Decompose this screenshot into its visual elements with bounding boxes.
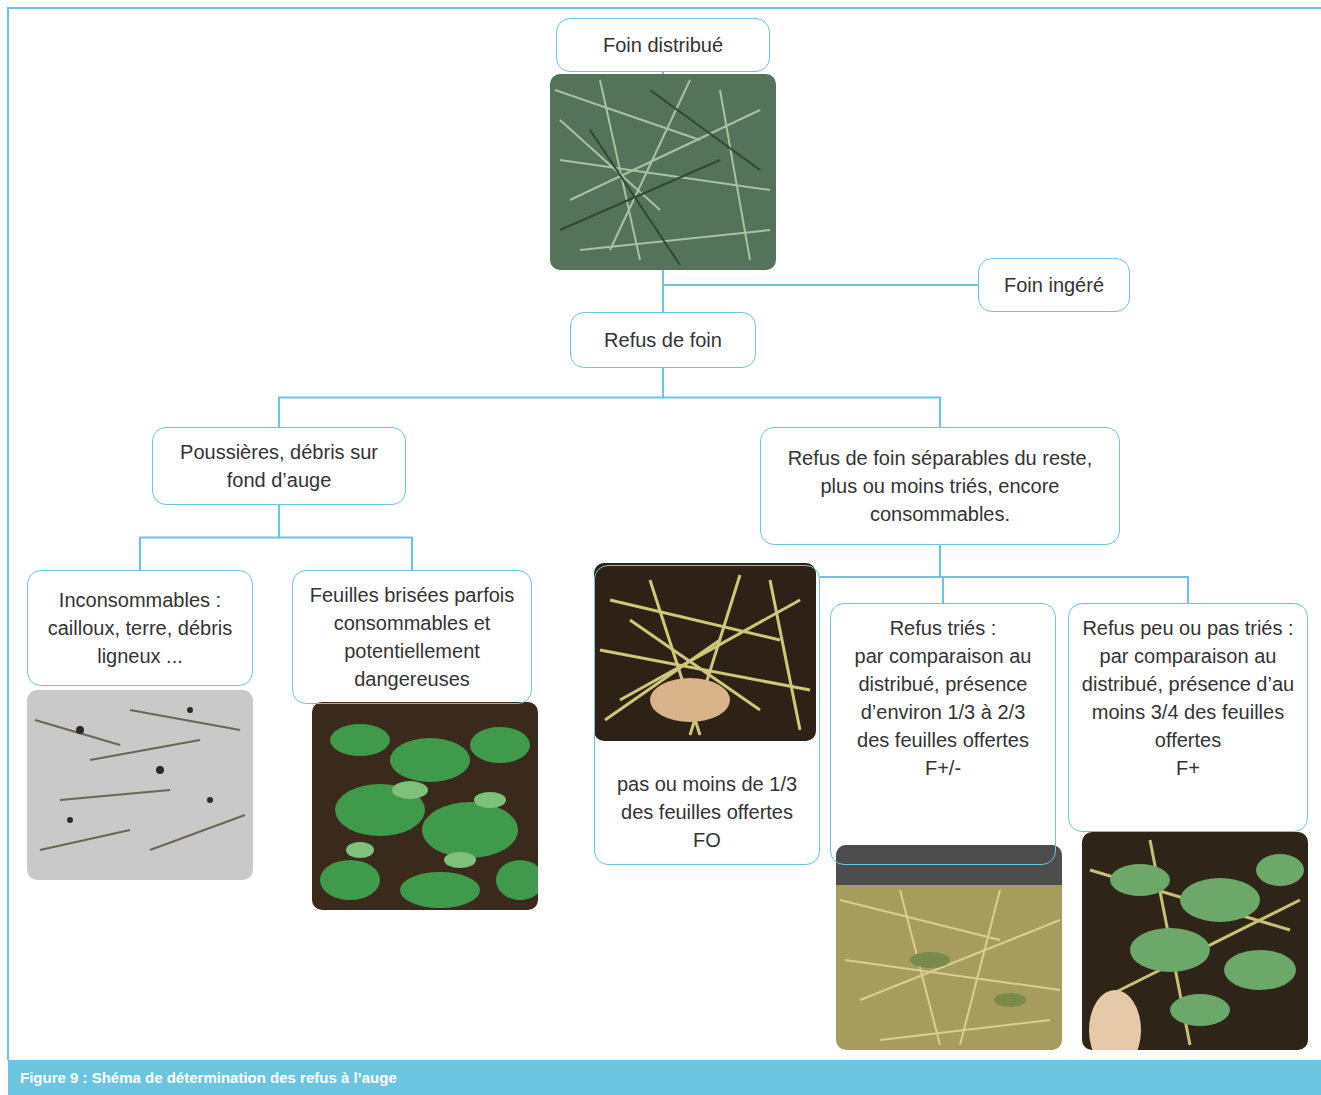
process-box: Feuilles brisées parfois consommables et…	[292, 570, 532, 704]
box-text: Refus de foin séparables du reste, plus …	[773, 444, 1107, 528]
connector-line	[663, 368, 940, 427]
box-text: Foin ingéré	[1004, 271, 1104, 299]
connector-line	[140, 505, 279, 570]
connector-line	[279, 368, 663, 427]
connector-line	[940, 545, 1188, 603]
box-text: Refus de foin	[604, 326, 722, 354]
box-text: pas ou moins de 1/3 des feuilles offerte…	[607, 770, 807, 826]
process-box: Refus triés :par comparaison au distribu…	[830, 603, 1056, 865]
box-text: Refus peu ou pas triés :	[1082, 614, 1293, 642]
box-text: par comparaison au distribué, présence d…	[843, 642, 1043, 754]
process-box: Foin distribué	[556, 18, 770, 72]
box-text: Poussières, débris sur fond d’auge	[165, 438, 393, 494]
process-box: Refus de foin séparables du reste, plus …	[760, 427, 1120, 545]
connector-line	[820, 545, 940, 577]
box-text: Inconsommables : cailloux, terre, débris…	[40, 586, 240, 670]
stems-photo	[594, 563, 816, 741]
caption-band: Figure 9 : Shéma de détermination des re…	[8, 1060, 1321, 1095]
leaves-photo	[312, 702, 538, 910]
process-box: Poussières, débris sur fond d’auge	[152, 427, 406, 505]
process-box: Refus peu ou pas triés :par comparaison …	[1068, 603, 1308, 832]
process-box: pas ou moins de 1/3 des feuilles offerte…	[594, 565, 820, 865]
box-text: Feuilles brisées parfois consommables et…	[305, 581, 519, 693]
debris-photo	[27, 690, 253, 880]
box-text: Foin distribué	[603, 31, 723, 59]
figure-caption: Figure 9 : Shéma de détermination des re…	[20, 1068, 397, 1088]
connector-line	[279, 505, 412, 570]
box-text: FO	[693, 826, 721, 854]
box-text: Refus triés :	[890, 614, 997, 642]
process-box: Refus de foin	[570, 312, 756, 368]
process-box: Inconsommables : cailloux, terre, débris…	[27, 570, 253, 686]
hay-photo	[550, 74, 776, 270]
box-text: F+	[1176, 754, 1200, 782]
box-text: F+/-	[925, 754, 961, 782]
process-box: Foin ingéré	[978, 258, 1130, 312]
box-text: par comparaison au distribué, présence d…	[1081, 642, 1295, 754]
sorted-refusal-photo	[836, 845, 1062, 1050]
unsorted-refusal-photo	[1082, 832, 1308, 1050]
